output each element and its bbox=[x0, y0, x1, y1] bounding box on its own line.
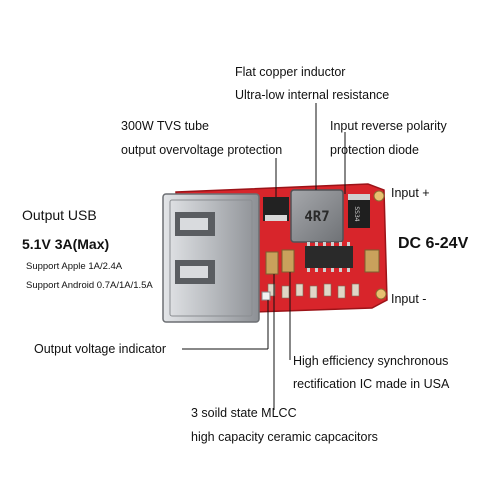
inductor-label-line1: Flat copper inductor bbox=[235, 65, 346, 79]
reverse-polarity-label-line2: protection diode bbox=[330, 143, 419, 157]
pcb-pad-input-plus bbox=[373, 190, 385, 202]
inductor-label-line2: Ultra-low internal resistance bbox=[235, 88, 390, 102]
output-usb-title: Output USB bbox=[22, 207, 97, 223]
inductor-marking: 4R7 bbox=[304, 209, 329, 225]
tvs-label-line1: 300W TVS tube bbox=[121, 119, 210, 133]
output-indicator-label: Output voltage indicator bbox=[34, 342, 167, 356]
mlcc-label-line1: 3 soild state MLCC bbox=[191, 406, 297, 420]
output-indicator-led bbox=[261, 291, 271, 301]
mlcc-label-line2: high capacity ceramic capcacitors bbox=[191, 430, 378, 444]
flat-copper-inductor: 4R7 bbox=[290, 189, 344, 243]
mlcc-capacitor-2 bbox=[281, 249, 295, 273]
diode-marking: SS34 bbox=[353, 206, 360, 221]
mlcc-capacitor-1 bbox=[265, 251, 279, 275]
pcb-pad-input-minus bbox=[375, 288, 387, 300]
sync-ic-label-line1: High efficiency synchronous bbox=[293, 354, 449, 368]
mlcc-capacitor-3 bbox=[364, 249, 380, 273]
sync-ic-label-line2: rectification IC made in USA bbox=[293, 377, 450, 391]
pointer-lines bbox=[182, 103, 346, 410]
dc-range-label: DC 6-24V bbox=[398, 235, 469, 252]
usb-port bbox=[162, 193, 260, 323]
input-plus-label: Input + bbox=[391, 186, 430, 200]
smd-resistor-row bbox=[267, 283, 360, 299]
tvs-tube bbox=[263, 197, 289, 221]
reverse-polarity-label-line1: Input reverse polarity bbox=[330, 119, 447, 133]
output-usb-apple-support: Support Apple 1A/2.4A bbox=[26, 261, 123, 272]
reverse-polarity-diode: SS34 bbox=[348, 194, 370, 228]
output-usb-rating: 5.1V 3A(Max) bbox=[22, 236, 110, 252]
tvs-label-line2: output overvoltage protection bbox=[121, 143, 283, 157]
output-usb-android-support: Support Android 0.7A/1A/1.5A bbox=[26, 280, 153, 291]
sync-rectification-ic bbox=[305, 242, 353, 272]
input-minus-label: Input - bbox=[391, 292, 427, 306]
